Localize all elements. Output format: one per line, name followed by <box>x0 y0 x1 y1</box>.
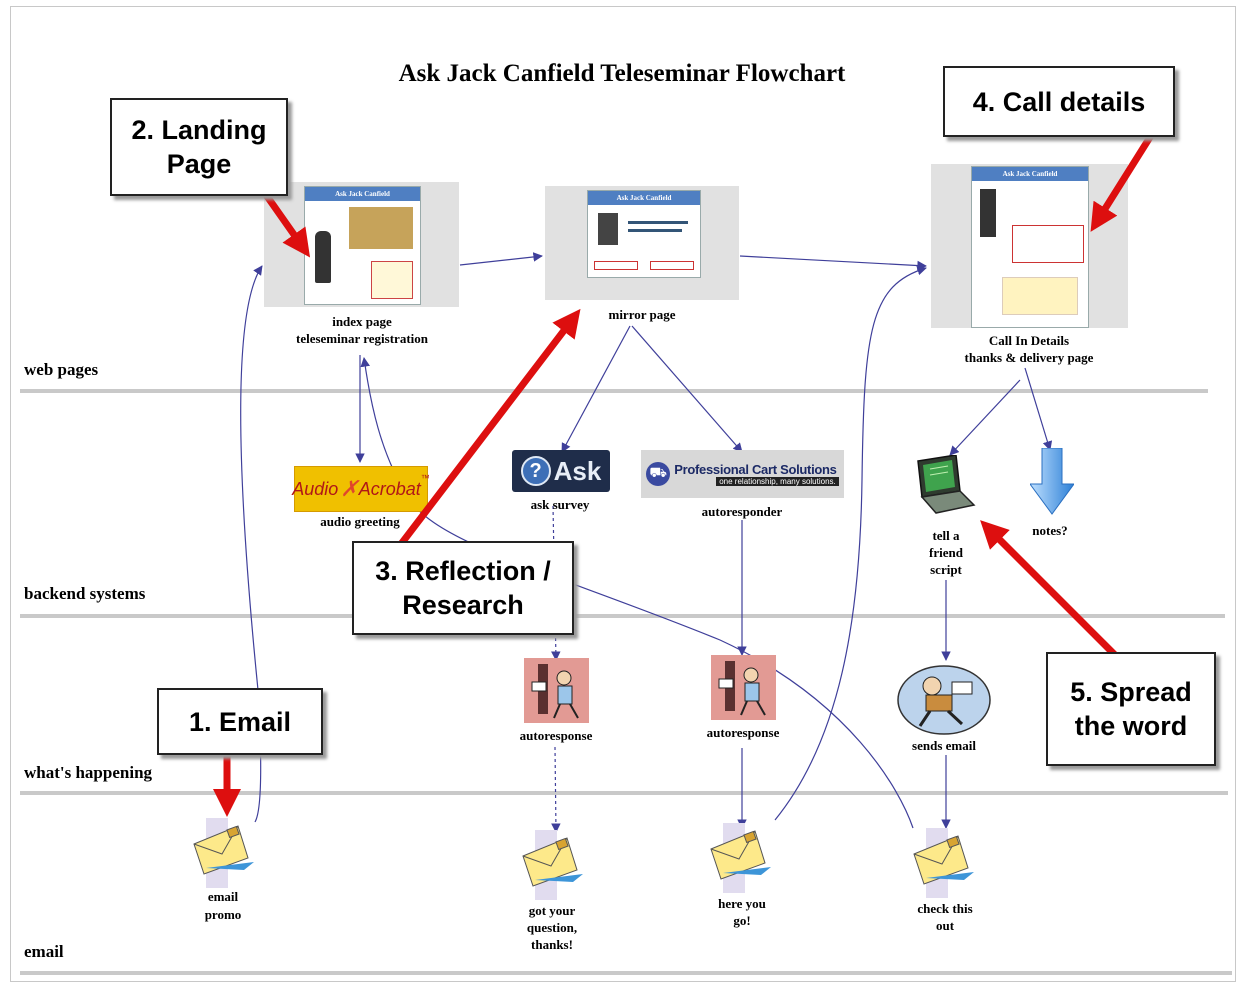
got-question-label-1: got your <box>528 903 576 918</box>
frame-border <box>10 6 1236 982</box>
details-page-label-1: Call In Details <box>988 333 1070 348</box>
ask-logo-word: Ask <box>553 455 602 486</box>
mirror-page-header: Ask Jack Canfield <box>588 191 700 205</box>
connector-auto1-to-got <box>551 746 561 833</box>
lane-label-backend: backend systems <box>24 584 146 603</box>
page-title: Ask Jack Canfield Teleseminar Flowchart <box>398 60 846 87</box>
callout-reflection: 3. Reflection / Research <box>352 541 574 635</box>
question-circle-icon: ? <box>520 456 551 486</box>
connector-here-to-details <box>774 265 927 821</box>
envelope-icon-got-question <box>521 830 587 900</box>
here-you-go-label-2: go! <box>733 913 751 928</box>
check-this-out-label-1: check this <box>917 901 973 916</box>
ask-logo: ? Ask <box>512 450 610 492</box>
lane-label-happening: what's happening <box>24 763 153 782</box>
quote-image <box>349 207 413 249</box>
callout-landing-line2: Page <box>166 149 232 179</box>
mail-runner-icon <box>896 660 992 736</box>
check-this-out-label-2: out <box>935 918 955 933</box>
connector-details-to-taf <box>949 379 1021 456</box>
lane-divider-email <box>20 971 1232 975</box>
here-you-go-label-1: here you <box>718 896 766 911</box>
callout-arrow-reflection <box>394 308 581 552</box>
notes-label: notes? <box>1032 523 1068 538</box>
callout-call-details: 4. Call details <box>943 66 1175 137</box>
connector-mirror-to-pcs <box>631 325 743 453</box>
callout-spread-line1: 5. Spread <box>1070 677 1192 707</box>
audio-logo-word: Audio <box>292 478 339 499</box>
got-question-label-3: thanks! <box>531 937 573 952</box>
lane-divider-happening <box>20 791 1228 795</box>
index-page-header: Ask Jack Canfield <box>305 187 420 201</box>
callout-spread-the-word: 5. Spread the word <box>1046 652 1216 766</box>
pcs-tagline: one relationship, many solutions. <box>716 477 839 486</box>
connector-mirror-to-ask <box>561 325 631 453</box>
acrobat-figure-icon: ✗ <box>340 476 359 501</box>
ask-survey-label: ask survey <box>530 497 590 512</box>
mirror-page-label: mirror page <box>608 307 676 322</box>
connector-index-to-mirror <box>459 252 543 266</box>
audio-greeting-label: audio greeting <box>320 514 400 529</box>
tell-a-friend-label-3: script <box>930 562 962 577</box>
email-promo-label-1: email <box>207 889 239 904</box>
callout-reflection-line1: 3. Reflection / <box>375 556 551 586</box>
audio-acrobat-logo: Audio ✗ Acrobat ™ <box>292 466 430 512</box>
autoresponse-label-2: autoresponse <box>706 725 780 740</box>
envelope-icon-here-you-go <box>709 823 775 893</box>
lane-divider-backend <box>20 614 1225 618</box>
lane-label-web-pages: web pages <box>24 360 99 379</box>
jack-photo-mirror <box>598 213 618 245</box>
down-arrow-icon <box>1029 447 1075 516</box>
envelope-icon-check-this-out <box>912 828 978 898</box>
jack-photo-details <box>980 189 996 237</box>
details-page-thumbnail[interactable]: Ask Jack Canfield <box>931 164 1128 328</box>
tell-a-friend-label-2: friend <box>929 545 963 560</box>
callout-arrow-spread <box>980 520 1132 672</box>
jack-photo <box>315 231 331 283</box>
mirror-page-thumbnail[interactable]: Ask Jack Canfield <box>545 186 739 300</box>
got-question-label-2: question, <box>526 920 578 935</box>
audio-logo-tm: ™ <box>420 473 430 483</box>
mail-carrier-icon-2 <box>711 655 776 720</box>
index-page-label-2: teleseminar registration <box>295 331 428 346</box>
callout-email: 1. Email <box>157 688 323 755</box>
email-promo-label-2: promo <box>204 907 242 922</box>
cart-icon: ⛟ <box>646 462 671 486</box>
autoresponse-label-1: autoresponse <box>519 728 593 743</box>
mail-carrier-icon-1 <box>524 658 589 723</box>
details-page-label-2: thanks & delivery page <box>964 350 1094 365</box>
professional-cart-solutions-logo: ⛟ Professional Cart Solutions one relati… <box>641 450 844 498</box>
connector-details-to-notes <box>1024 367 1053 451</box>
index-page-thumbnail[interactable]: Ask Jack Canfield <box>264 182 459 307</box>
laptop-icon <box>914 454 976 523</box>
callout-landing-line1: 2. Landing <box>131 115 267 145</box>
connector-mirror-to-details <box>739 255 927 271</box>
lane-divider-web-pages <box>20 389 1208 393</box>
details-page-header: Ask Jack Canfield <box>972 167 1088 181</box>
index-page-label-1: index page <box>332 314 392 329</box>
envelope-icon-promo <box>192 818 258 888</box>
callout-spread-line2: the word <box>1074 711 1188 741</box>
lane-label-email: email <box>24 942 64 961</box>
signup-form <box>371 261 413 299</box>
pcs-logo-word: Professional Cart Solutions <box>674 462 837 477</box>
callout-reflection-line2: Research <box>402 590 524 620</box>
autoresponder-label: autoresponder <box>701 504 783 519</box>
callout-landing-page: 2. Landing Page <box>110 98 288 196</box>
acrobat-logo-word: Acrobat <box>358 478 421 499</box>
sends-email-label: sends email <box>912 738 976 753</box>
tell-a-friend-label-1: tell a <box>932 528 960 543</box>
connector-promo-to-index <box>240 265 263 823</box>
call-info-box <box>1012 225 1084 263</box>
